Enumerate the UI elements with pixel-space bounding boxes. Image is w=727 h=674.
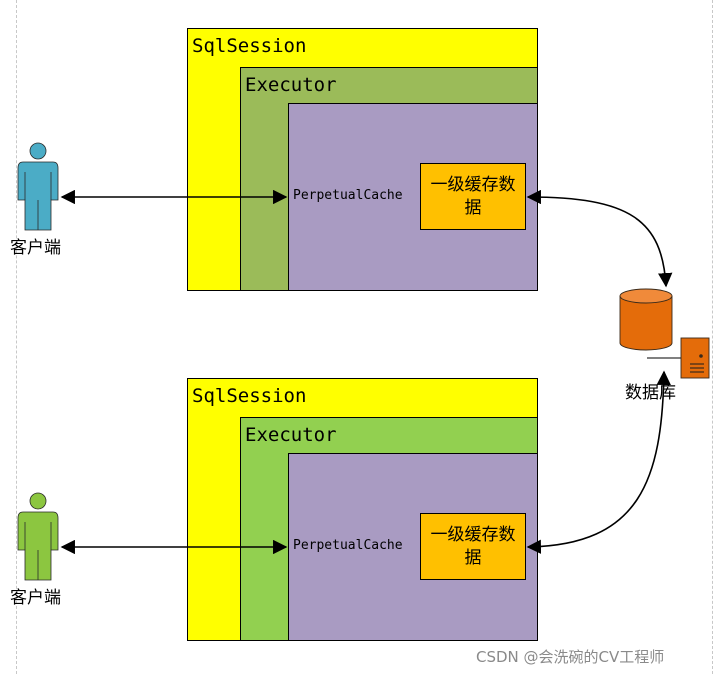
client-label-1: 客户端 [10,238,61,258]
client-label-2: 客户端 [10,588,61,608]
perpetual-cache-label-2: PerpetualCache [293,538,403,553]
executor-label-1: Executor [245,74,337,96]
level1-cache-data-label-1: 一级缓存数据 [430,174,516,218]
database-label: 数据库 [625,383,676,403]
right-guide-line [712,0,713,674]
client-person-icon-1 [17,142,59,231]
level1-cache-data-box-2: 一级缓存数据 [420,513,526,580]
perpetual-cache-label-1: PerpetualCache [293,188,403,203]
sqlsession-label-2: SqlSession [192,385,307,407]
level1-cache-data-box-1: 一级缓存数据 [420,163,526,230]
cache-database-link-1 [526,189,673,288]
server-icon [647,337,710,379]
level1-cache-data-label-2: 一级缓存数据 [430,524,516,568]
watermark: CSDN @会洗碗的CV工程师 [476,648,665,666]
executor-label-2: Executor [245,424,337,446]
database-cylinder-icon [619,288,673,351]
sqlsession-label-1: SqlSession [192,35,307,57]
client-person-icon-2 [17,492,59,581]
left-guide-line [16,0,17,674]
cache-database-link-2 [526,370,671,554]
